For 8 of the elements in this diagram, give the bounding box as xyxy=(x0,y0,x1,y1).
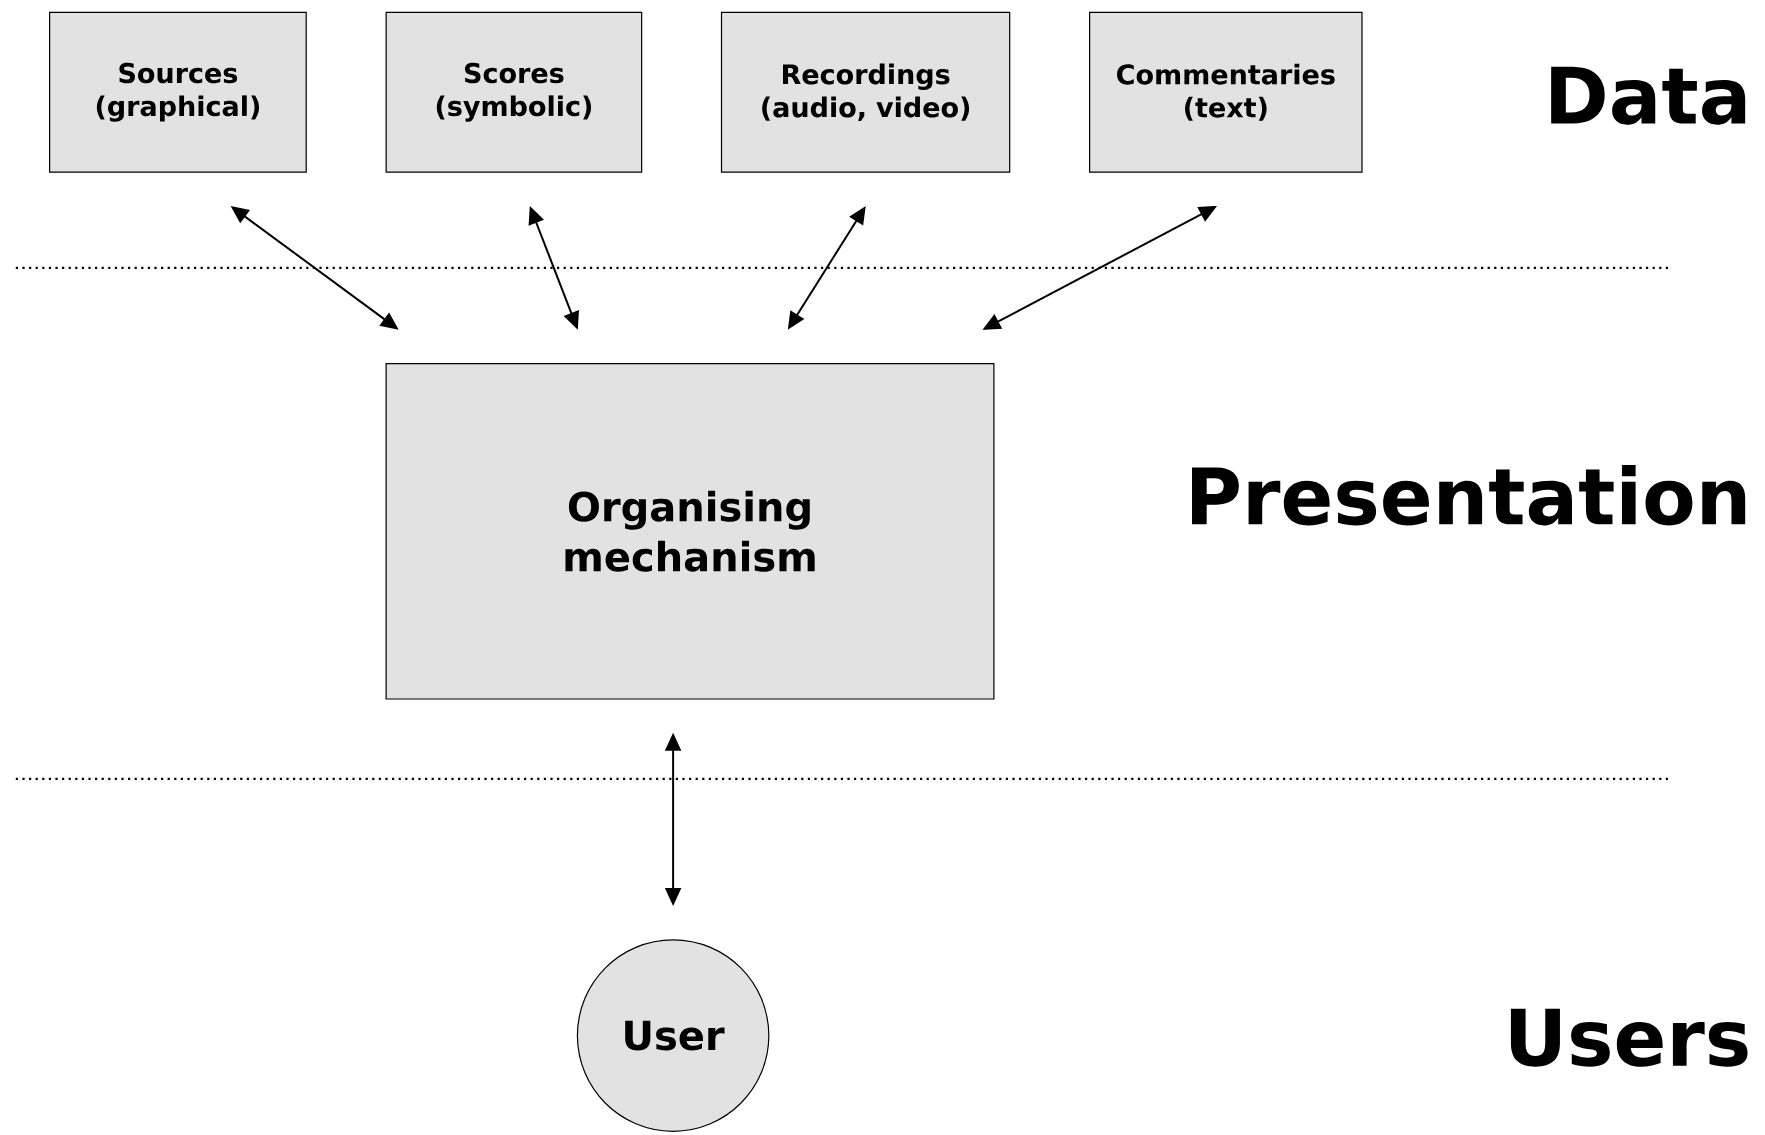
process-box: Commentaries (text) xyxy=(1089,11,1363,173)
process-box: Recordings (audio, video) xyxy=(720,11,1011,173)
process-box: Scores (symbolic) xyxy=(385,11,643,173)
layer-label: Presentation xyxy=(1192,465,1746,526)
process-box: Sources (graphical) xyxy=(49,11,307,173)
layer-label: Users xyxy=(1510,1008,1748,1067)
layer-label: Data xyxy=(1551,66,1746,125)
process-box: Organising mechanism xyxy=(385,362,995,700)
